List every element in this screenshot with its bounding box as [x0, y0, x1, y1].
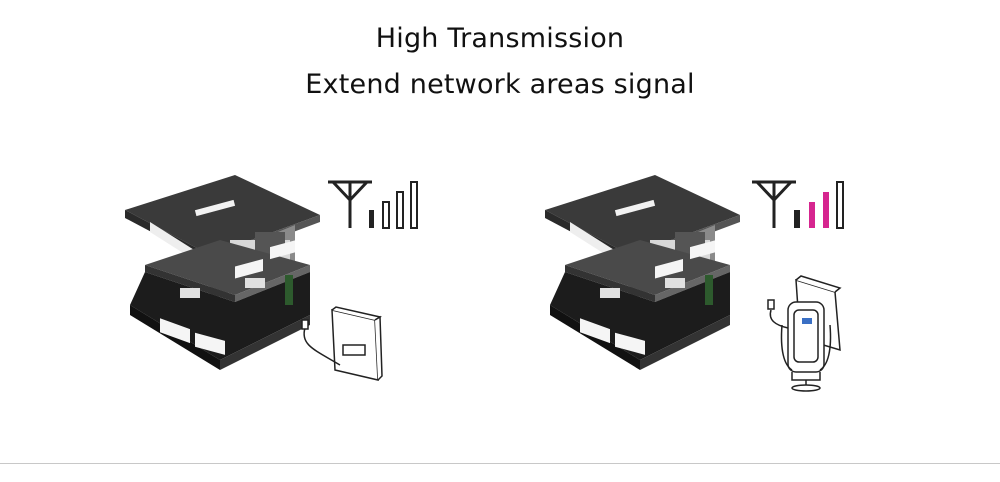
scene-right [545, 175, 844, 392]
headline-subtitle: Extend network areas signal [305, 69, 695, 100]
signal-bars [794, 181, 844, 229]
signal-bars [369, 181, 418, 229]
headline-title: High Transmission [375, 23, 625, 54]
bottom-divider [0, 463, 1000, 464]
router-icon [301, 306, 383, 381]
house-illustration [545, 175, 740, 370]
antenna-icon [780, 301, 832, 392]
tower-icon [752, 180, 796, 228]
house-illustration [125, 175, 320, 370]
scene-left [125, 175, 418, 381]
tower-icon [328, 180, 372, 228]
